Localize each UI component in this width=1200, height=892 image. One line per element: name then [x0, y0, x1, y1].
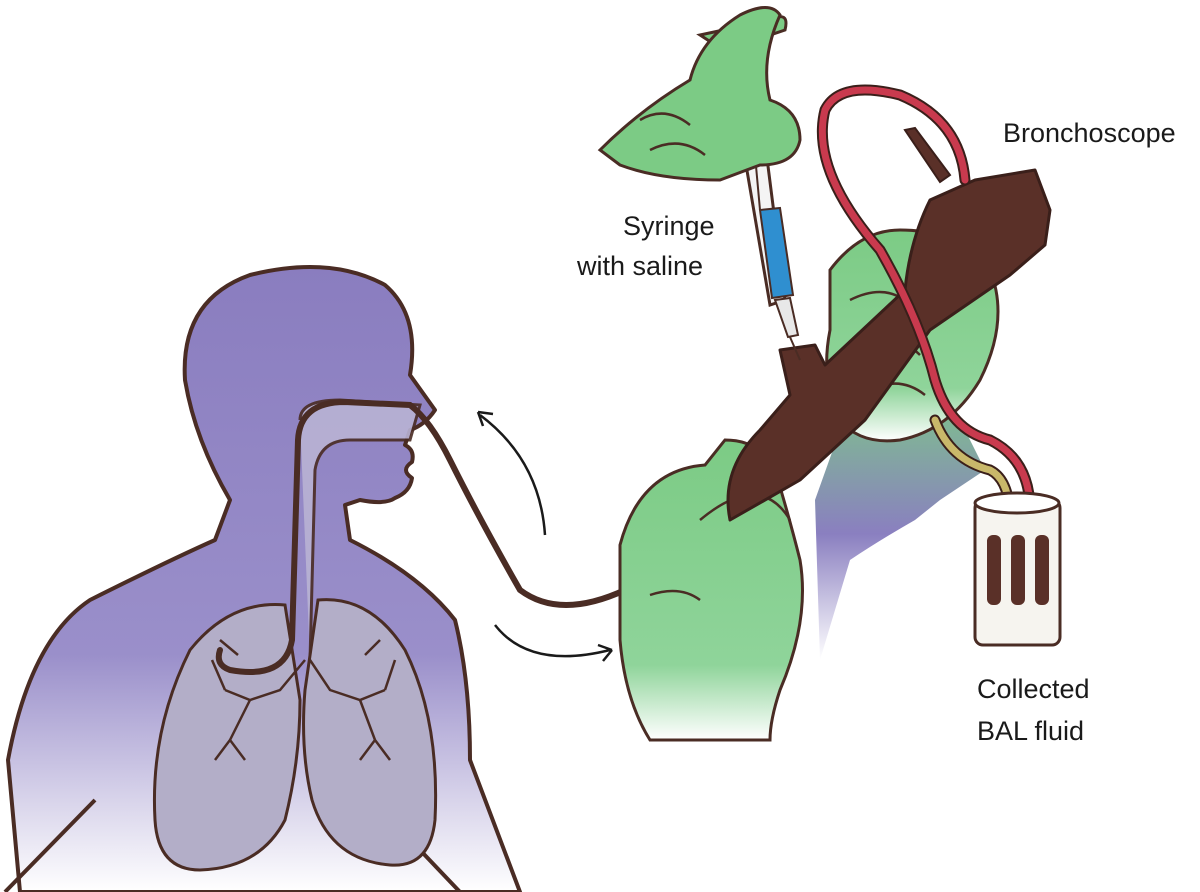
label-collected-line1: Collected — [977, 674, 1090, 704]
bronchoscope — [726, 84, 1052, 526]
label-syringe-line2: with saline — [576, 251, 703, 281]
collection-container — [973, 491, 1062, 647]
label-collected-line2: BAL fluid — [977, 716, 1084, 746]
curved-arrows — [476, 410, 613, 662]
syringe — [597, 6, 802, 361]
bronchoscope-insertion-tube — [215, 398, 628, 675]
lungs — [152, 598, 438, 872]
label-bronchoscope: Bronchoscope — [1003, 118, 1176, 148]
label-syringe-line1: Syringe — [623, 211, 715, 241]
